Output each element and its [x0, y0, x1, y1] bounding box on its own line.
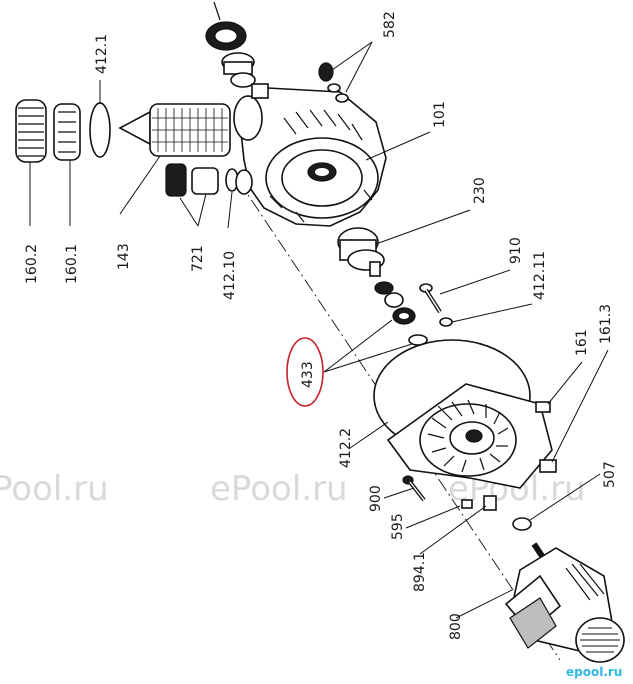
- mechanical-seal: [374, 281, 428, 346]
- label-412-10: 412.10: [222, 251, 238, 300]
- clip-894-1: [483, 495, 497, 511]
- strainer-basket: [118, 103, 231, 157]
- label-160-1: 160.1: [64, 244, 80, 284]
- label-894-1: 894.1: [412, 552, 428, 592]
- hose-connector: [165, 163, 253, 197]
- screw-900: [402, 475, 426, 502]
- label-412-1: 412.1: [94, 34, 110, 74]
- leader-lines: [29, 41, 609, 619]
- label-412-2: 412.2: [338, 428, 354, 468]
- label-230: 230: [472, 177, 488, 204]
- top-fitting: [221, 52, 256, 88]
- label-143: 143: [116, 243, 132, 270]
- label-160-2: 160.2: [24, 244, 40, 284]
- cover-ring: [15, 99, 47, 163]
- label-101: 101: [432, 101, 448, 128]
- pump-housing: [233, 83, 387, 227]
- label-800: 800: [448, 613, 464, 640]
- cover-o-ring: [89, 102, 111, 158]
- label-433: 433: [300, 361, 316, 388]
- screw-910: [419, 283, 442, 314]
- nut-595: [461, 499, 473, 509]
- label-161: 161: [574, 329, 590, 356]
- label-507: 507: [602, 461, 618, 488]
- seal-plate: [373, 339, 557, 489]
- motor: [504, 542, 625, 663]
- label-900: 900: [368, 485, 384, 512]
- drain-plug: [318, 62, 349, 103]
- label-161-3: 161.3: [598, 304, 614, 344]
- washer-412-11: [439, 317, 453, 327]
- watermark-2: ePool.ru: [210, 469, 348, 509]
- label-582: 582: [382, 11, 398, 38]
- label-412-11: 412.11: [532, 251, 548, 300]
- logo: epool.ru: [566, 665, 622, 679]
- highlight-ring: [286, 337, 324, 407]
- impeller: [337, 227, 385, 277]
- label-910: 910: [508, 237, 524, 264]
- watermark-1: Pool.ru: [0, 469, 109, 509]
- label-721: 721: [190, 245, 206, 272]
- cover-lid: [53, 103, 81, 161]
- part-labels: 412.1 582 101 230 910 412.11 161 161.3 4…: [24, 11, 618, 640]
- top-union-nut: [205, 1, 247, 51]
- label-595: 595: [390, 513, 406, 540]
- washer-507: [512, 517, 532, 531]
